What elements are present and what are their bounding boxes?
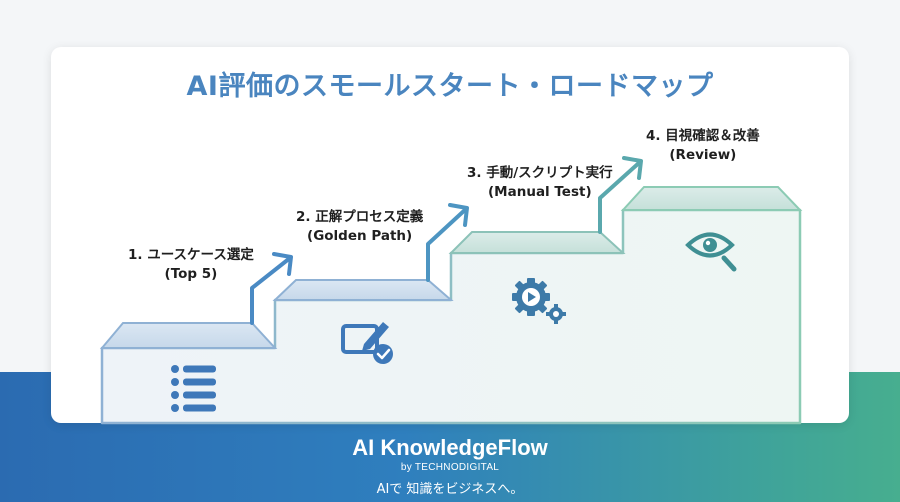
step-label-2: 2. 正解プロセス定義 (Golden Path) xyxy=(296,208,423,246)
step-2-title: 2. 正解プロセス定義 xyxy=(296,209,424,225)
step-3-title: 3. 手動/スクリプト実行 xyxy=(467,165,613,181)
arrow-step-3 xyxy=(598,156,643,234)
brand-tagline: AIで 知識をビジネスへ。 xyxy=(376,482,524,497)
step-4-subtitle: (Review) xyxy=(669,147,737,163)
list-icon xyxy=(171,365,216,412)
step-1-title: 1. ユースケース選定 xyxy=(128,247,254,263)
step-top-3 xyxy=(448,231,626,254)
eye-search-icon xyxy=(685,232,737,272)
edit-check-icon xyxy=(341,322,393,364)
staircase-face xyxy=(100,208,802,425)
step-label-1: 1. ユースケース選定 (Top 5) xyxy=(128,246,254,284)
gear-play-icon xyxy=(512,278,566,324)
brand-name: AI KnowledgeFlow xyxy=(352,435,548,460)
step-2-subtitle: (Golden Path) xyxy=(307,228,413,244)
step-1-subtitle: (Top 5) xyxy=(164,266,218,282)
step-3-subtitle: (Manual Test) xyxy=(488,184,592,200)
arrow-step-2 xyxy=(426,203,469,282)
diagram-title: AI評価のスモールスタート・ロードマップ xyxy=(186,71,714,102)
step-top-2 xyxy=(272,279,454,301)
step-4-title: 4. 目視確認＆改善 xyxy=(646,128,760,144)
step-label-3: 3. 手動/スクリプト実行 (Manual Test) xyxy=(467,164,613,202)
arrow-step-1 xyxy=(250,252,293,325)
brand-byline: by TECHNODIGITAL xyxy=(400,462,500,473)
step-label-4: 4. 目視確認＆改善 (Review) xyxy=(646,127,760,165)
step-top-4 xyxy=(620,186,803,211)
step-top-1 xyxy=(99,322,278,349)
